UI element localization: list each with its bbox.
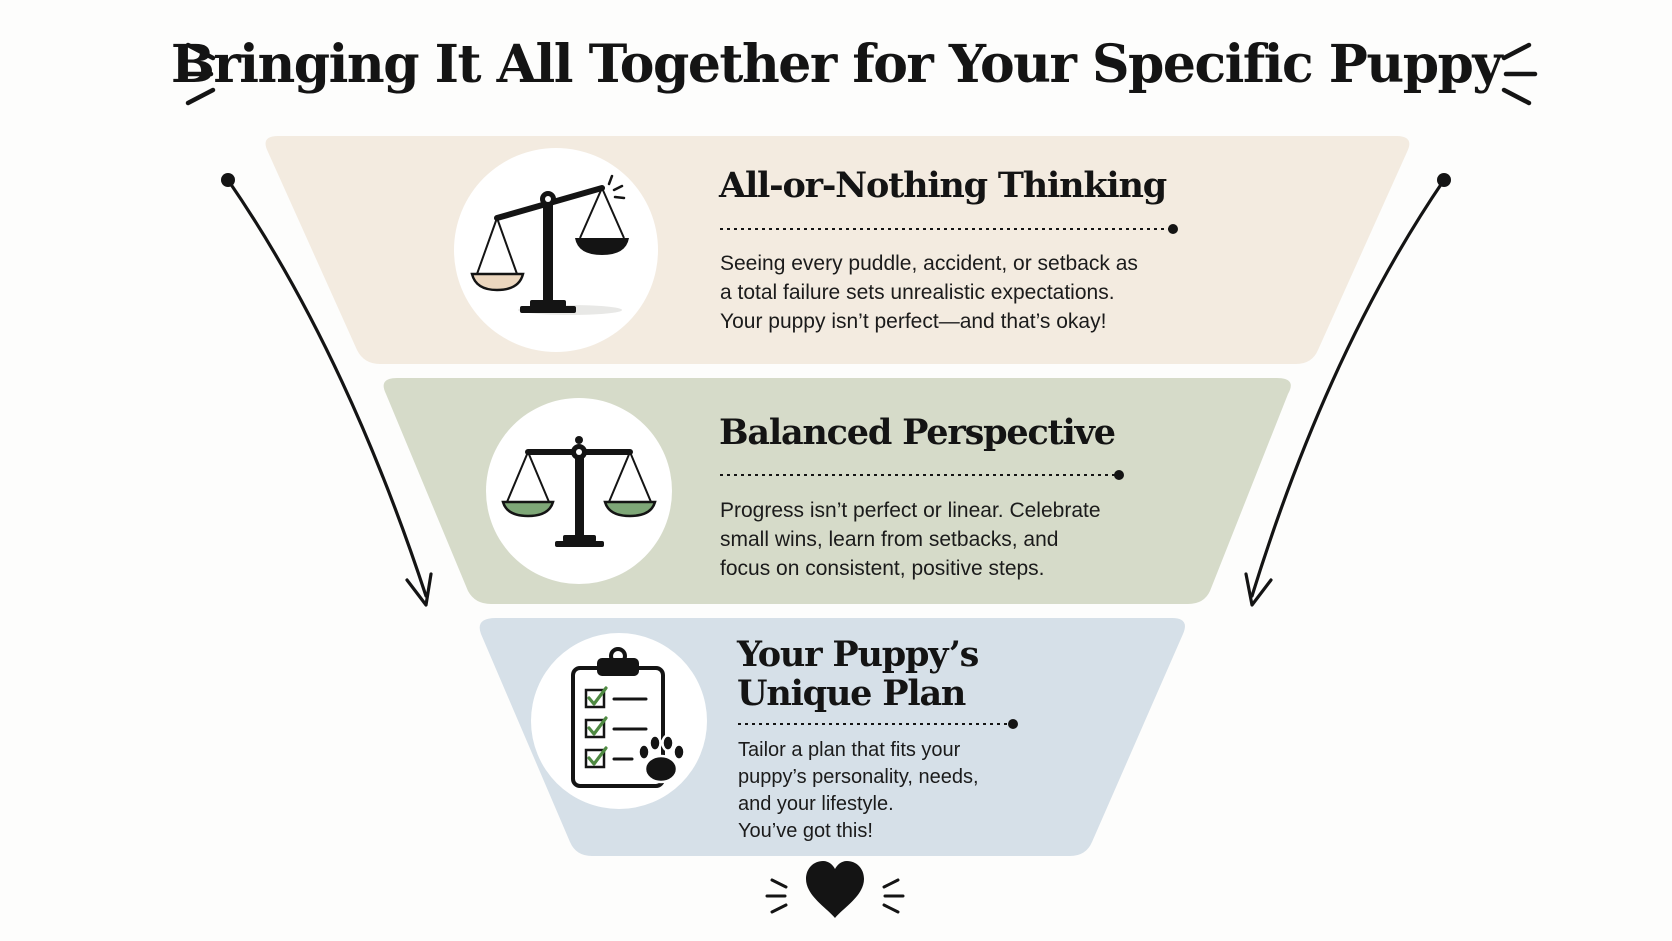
tier-3-body-line: You’ve got this! (738, 820, 873, 842)
tier-2-divider (720, 470, 1124, 480)
heart-right-burst-icon (882, 878, 905, 914)
heart-left-burst-icon (765, 878, 788, 914)
left-curved-arrow-icon (221, 173, 433, 607)
balanced-scale-icon (501, 436, 657, 547)
tier-3-heading-line: Unique Plan (737, 672, 966, 714)
tier-3-heading: Your Puppy’s Unique Plan (737, 634, 979, 714)
title-right-burst-icon (1501, 42, 1538, 106)
tier-3-body-line: Tailor a plan that fits your (738, 739, 961, 761)
tier-3-body: Tailor a plan that fits your puppy’s per… (738, 737, 979, 845)
tier-3-divider (738, 719, 1018, 729)
tier-1-body-line: Seeing every puddle, accident, or setbac… (720, 252, 1138, 275)
tier-3-heading-line: Your Puppy’s (737, 634, 979, 675)
tier-2-body-line: Progress isn’t perfect or linear. Celebr… (720, 499, 1101, 522)
tier-1-heading: All-or-Nothing Thinking (719, 165, 1167, 206)
tier-3-body-line: puppy’s personality, needs, (738, 766, 979, 788)
page-title: Bringing It All Together for Your Specif… (170, 34, 1503, 95)
tier-2-heading: Balanced Perspective (719, 412, 1116, 453)
tier-1-body: Seeing every puddle, accident, or setbac… (720, 249, 1138, 336)
right-curved-arrow-icon (1244, 173, 1451, 607)
tier-2-body-line: small wins, learn from setbacks, and (720, 528, 1059, 551)
tier-2-body-line: focus on consistent, positive steps. (720, 557, 1045, 580)
tier-1-divider (720, 224, 1178, 234)
tier-1-body-line: Your puppy isn’t perfect—and that’s okay… (720, 310, 1107, 333)
unbalanced-scale-icon (470, 174, 629, 315)
heart-icon (806, 861, 864, 918)
tier-3-body-line: and your lifestyle. (738, 793, 894, 815)
clipboard-checklist-paw-icon (571, 647, 686, 788)
title-left-burst-icon (179, 42, 216, 106)
tier-1-body-line: a total failure sets unrealistic expecta… (720, 281, 1115, 304)
tier-2-body: Progress isn’t perfect or linear. Celebr… (720, 496, 1101, 583)
